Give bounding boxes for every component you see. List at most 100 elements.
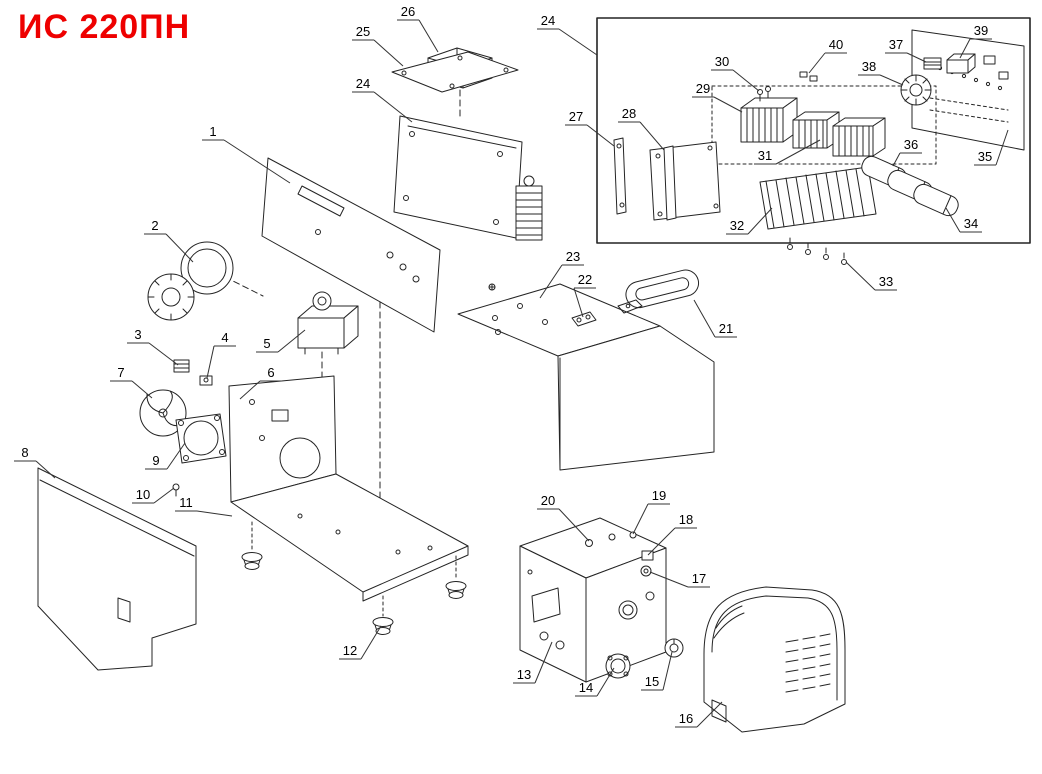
part-callout-12: 12 — [339, 625, 382, 660]
part-callout-34: 34 — [945, 207, 982, 233]
part-number: 5 — [263, 336, 270, 351]
part-number: 10 — [136, 487, 150, 502]
part-37-module — [923, 57, 942, 70]
part-9-fan-frame — [175, 413, 227, 464]
part-number: 28 — [622, 106, 636, 121]
part-1-rear-panel — [261, 157, 441, 333]
part-number: 31 — [758, 148, 772, 163]
part-number: 15 — [645, 674, 659, 689]
part-number: 18 — [679, 512, 693, 527]
part-31-transformer — [832, 117, 886, 157]
part-38-toroid — [900, 74, 932, 106]
part-callout-39: 39 — [959, 23, 992, 59]
part-3-component — [173, 359, 190, 373]
part-callout-4: 4 — [206, 330, 236, 379]
part-callout-10: 10 — [132, 487, 175, 504]
part-15-knob — [664, 638, 684, 658]
part-callout-11: 11 — [175, 495, 233, 517]
part-callout-5: 5 — [256, 329, 306, 353]
part-callout-36: 36 — [892, 137, 922, 167]
part-40-hardware — [799, 71, 818, 82]
part-7-fan-impeller — [139, 389, 187, 437]
part-number: 23 — [566, 249, 580, 264]
part-13-front-panel — [519, 517, 667, 683]
part-number: 19 — [652, 488, 666, 503]
part-number: 8 — [21, 445, 28, 460]
part-number: 16 — [679, 711, 693, 726]
part-callout-38: 38 — [858, 59, 904, 86]
part-number: 32 — [730, 218, 744, 233]
part-number: 22 — [578, 272, 592, 287]
part-callout-13: 13 — [513, 641, 553, 684]
part-number: 40 — [829, 37, 843, 52]
part-callout-29: 29 — [692, 81, 743, 113]
part-callout-7: 7 — [110, 365, 153, 399]
part-23-top-panel — [457, 283, 715, 471]
part-number: 39 — [974, 23, 988, 38]
part-callout-40: 40 — [808, 37, 847, 74]
part-number: 35 — [978, 149, 992, 164]
part-number: 11 — [179, 495, 193, 510]
part-24-side-plate — [393, 115, 543, 241]
part-32-heatsink — [759, 166, 877, 230]
part-10-screw — [172, 483, 180, 497]
part-number: 2 — [151, 218, 158, 233]
part-callout-22: 22 — [573, 272, 596, 318]
part-4-clamp — [199, 375, 213, 386]
part-12-feet — [241, 552, 467, 635]
part-callout-23: 23 — [539, 249, 584, 299]
finned-choke — [515, 175, 543, 241]
part-30-screws — [757, 86, 771, 102]
part-callout-31: 31 — [754, 139, 821, 165]
part-callout-20: 20 — [537, 493, 590, 542]
part-callout-16: 16 — [675, 701, 723, 728]
part-callout-8: 8 — [14, 445, 56, 479]
part-number: 37 — [889, 37, 903, 52]
part-callout-9: 9 — [145, 442, 186, 470]
part-number: 7 — [117, 365, 124, 380]
part-number: 13 — [517, 667, 531, 682]
part-number: 9 — [152, 453, 159, 468]
part-callout-30: 30 — [711, 54, 760, 92]
part-5-solenoid — [297, 291, 359, 355]
part-number: 17 — [692, 571, 706, 586]
part-callout-6: 6 — [239, 365, 282, 400]
part-callout-32: 32 — [726, 207, 773, 235]
part-callout-37: 37 — [885, 37, 927, 63]
part-number: 33 — [879, 274, 893, 289]
part-16-front-cover — [703, 586, 846, 733]
part-callout-27: 27 — [565, 109, 615, 147]
part-22-bracket — [571, 311, 597, 327]
part-callout-18: 18 — [647, 512, 697, 556]
part-34-capacitors — [861, 155, 959, 217]
parts-17-20-controls — [585, 531, 654, 577]
part-number: 27 — [569, 109, 583, 124]
part-number: 38 — [862, 59, 876, 74]
part-callout-19: 19 — [632, 488, 670, 535]
part-callout-1: 1 — [202, 124, 291, 184]
part-callout-15: 15 — [641, 651, 673, 691]
part-callout-35: 35 — [974, 129, 1009, 166]
part-number: 4 — [221, 330, 228, 345]
part-11-chassis — [228, 375, 469, 602]
part-number: 26 — [401, 4, 415, 19]
part-number: 21 — [719, 321, 733, 336]
part-28-mount-bar — [649, 141, 721, 221]
part-number: 6 — [267, 365, 274, 380]
part-callout-25: 25 — [352, 24, 404, 67]
part-callout-3: 3 — [127, 327, 179, 366]
diagram-title: ИС 220ПН — [18, 8, 191, 46]
part-number: 3 — [134, 327, 141, 342]
part-25-top-plate — [391, 51, 519, 93]
part-number: 12 — [343, 643, 357, 658]
part-number: 36 — [904, 137, 918, 152]
part-callout-21: 21 — [693, 299, 737, 338]
part-number: 29 — [696, 81, 710, 96]
part-callout-33: 33 — [845, 261, 897, 291]
part-callout-2: 2 — [144, 218, 194, 263]
part-number: 14 — [579, 680, 593, 695]
part-number: 24 — [356, 76, 370, 91]
